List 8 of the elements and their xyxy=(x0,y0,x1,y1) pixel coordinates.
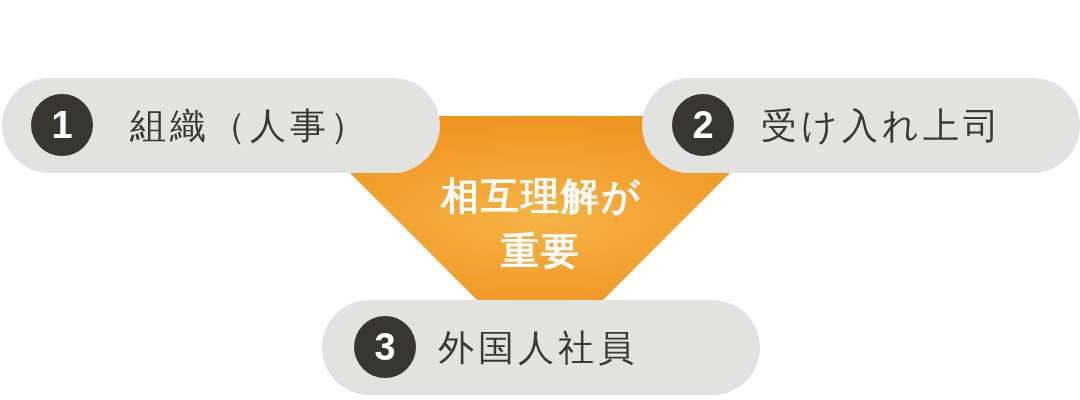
label-text: 受け入れ上司 xyxy=(761,104,1003,147)
label-text: 外国人社員 xyxy=(438,326,638,369)
rounded-panel xyxy=(642,78,1080,173)
number-circle: 3 xyxy=(354,316,416,378)
center-text: 相互理解が重要 xyxy=(439,173,643,275)
label-text: 組織（人事） xyxy=(130,104,370,147)
number-circle: 2 xyxy=(672,94,734,156)
number-circle: 1 xyxy=(31,94,93,156)
